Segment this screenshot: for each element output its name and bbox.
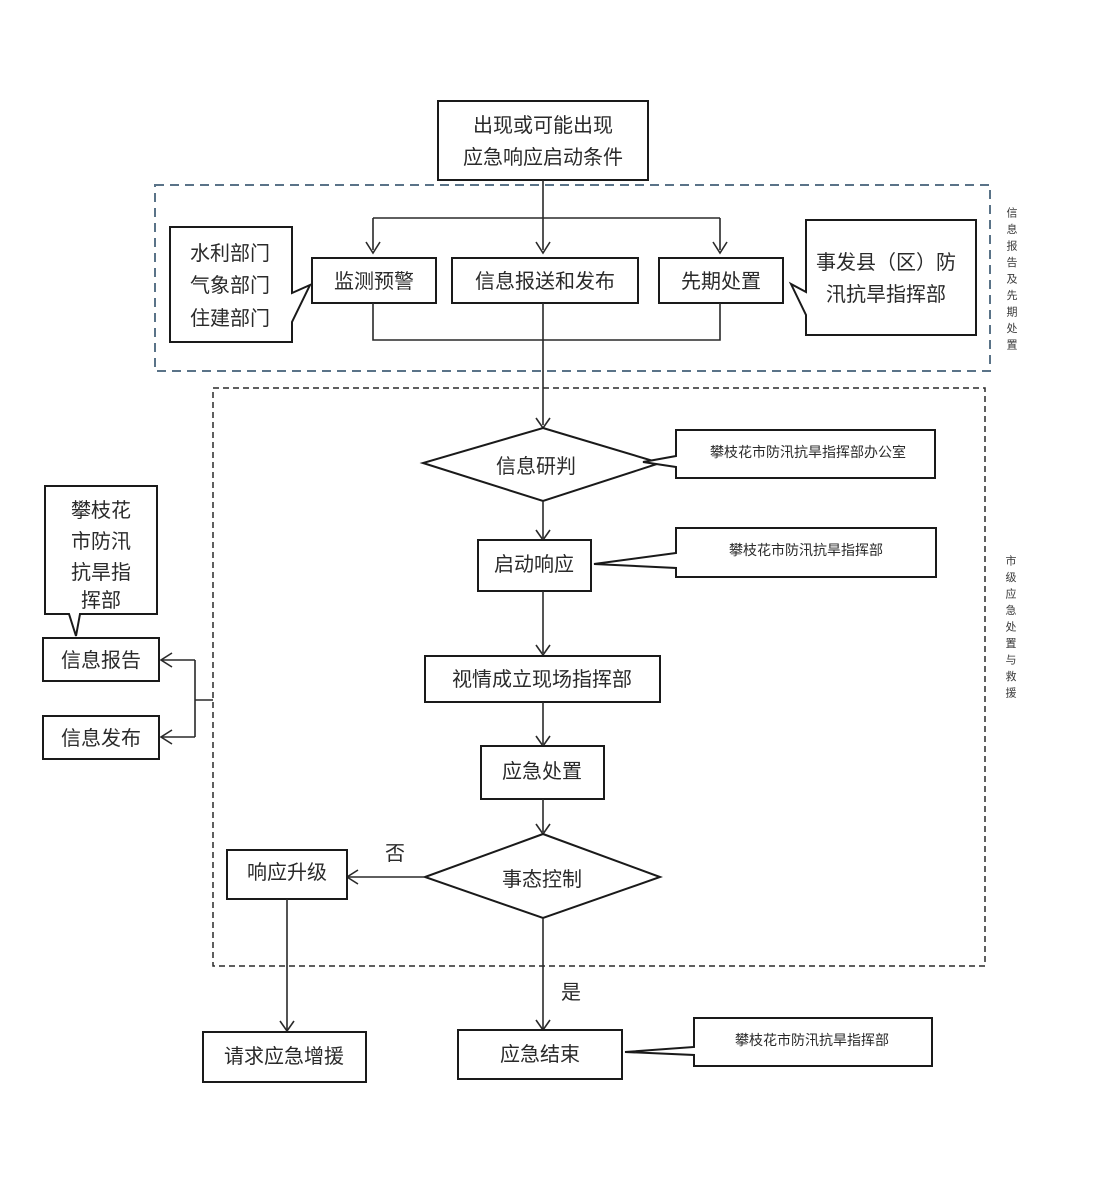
info-section-label-char: 报: [1007, 239, 1018, 253]
judge-note-text: 攀枝花市防汛抗旱指挥部办公室: [710, 444, 906, 461]
info-section-label-char: 及: [1007, 273, 1018, 286]
request-reinforcement-box: [202, 1031, 367, 1083]
city-hq-line-3: 抗旱指: [71, 560, 131, 584]
info-section-label-char: 处: [1007, 322, 1018, 335]
info-report-text: 信息报告: [61, 648, 141, 672]
request-reinforcement-text: 请求应急增援: [224, 1044, 344, 1068]
start-note-text: 攀枝花市防汛抗旱指挥部: [729, 542, 883, 559]
finish-note-callout: [624, 1017, 933, 1067]
city-response-section-frame: [212, 387, 986, 967]
info-report-release-text: 信息报送和发布: [475, 269, 615, 293]
city-section-label-char: 与: [1006, 654, 1017, 667]
city-hq-callout: [44, 485, 158, 637]
emergency-handling-box: [480, 745, 605, 800]
info-section-label-char: 期: [1007, 306, 1018, 319]
department-water: 水利部门: [190, 241, 270, 265]
info-report-release-box: [451, 257, 639, 304]
start-note-callout: [593, 527, 937, 578]
initial-handling-text: 先期处置: [681, 269, 761, 293]
response-upgrade-text: 响应升级: [247, 860, 327, 884]
info-release-text: 信息发布: [61, 726, 141, 750]
city-section-label-char: 处: [1006, 621, 1017, 634]
start-line-2: 应急响应启动条件: [463, 145, 623, 169]
response-upgrade-box: [226, 849, 348, 900]
situation-control-text: 事态控制: [502, 867, 582, 891]
city-section-label-char: 应: [1006, 587, 1017, 601]
info-section-label-char: 信: [1007, 207, 1018, 220]
info-report-box: [42, 637, 160, 682]
county-hq-line-2: 汛抗旱指挥部: [826, 282, 946, 306]
city-section-label-char: 急: [1006, 603, 1017, 617]
departments-callout: [169, 226, 313, 343]
connector-start-split: [372, 180, 721, 250]
monitor-warning-box: [311, 257, 437, 304]
emergency-end-text: 应急结束: [500, 1042, 580, 1066]
finish-note-text: 攀枝花市防汛抗旱指挥部: [735, 1032, 889, 1049]
city-hq-line-1: 攀枝花: [71, 498, 131, 522]
department-housing: 住建部门: [190, 306, 270, 330]
start-line-1: 出现或可能出现: [473, 113, 613, 137]
info-release-box: [42, 715, 160, 760]
city-section-label-char: 置: [1006, 637, 1017, 650]
info-section-label-char: 先: [1007, 289, 1018, 302]
info-section-label-char: 置: [1007, 339, 1018, 352]
connector-side-info: [162, 659, 213, 738]
start-response-text: 启动响应: [494, 552, 574, 576]
emergency-handling-text: 应急处置: [502, 759, 582, 783]
emergency-end-box: [457, 1029, 623, 1080]
info-section-label-char: 息: [1007, 222, 1018, 236]
arrowhead-initial: [712, 241, 728, 255]
initial-handling-box: [658, 257, 784, 304]
city-section-label-char: 援: [1006, 686, 1017, 700]
connector-merge: [372, 303, 721, 425]
info-section-label-char: 告: [1007, 256, 1018, 269]
info-judge-text: 信息研判: [496, 454, 576, 478]
yes-label: 是: [561, 980, 581, 1004]
county-hq-callout: [788, 219, 977, 336]
field-hq-text: 视情成立现场指挥部: [452, 667, 632, 691]
monitor-warning-text: 监测预警: [334, 269, 414, 293]
city-section-label-char: 救: [1006, 669, 1017, 683]
judge-note-callout: [642, 429, 936, 479]
arrowhead-monitor: [365, 241, 381, 255]
no-label: 否: [385, 841, 405, 865]
department-weather: 气象部门: [190, 273, 270, 297]
start-response-box: [477, 539, 592, 592]
city-hq-line-2: 市防汛: [71, 529, 131, 553]
arrowhead-info-release: [159, 729, 173, 745]
arrowhead-info-report: [159, 652, 173, 668]
city-section-label-char: 市: [1006, 554, 1017, 568]
county-hq-line-1: 事发县（区）防: [816, 250, 956, 274]
arrowhead-report: [535, 241, 551, 255]
city-hq-line-4: 挥部: [81, 588, 121, 612]
city-section-label-char: 级: [1006, 571, 1017, 584]
